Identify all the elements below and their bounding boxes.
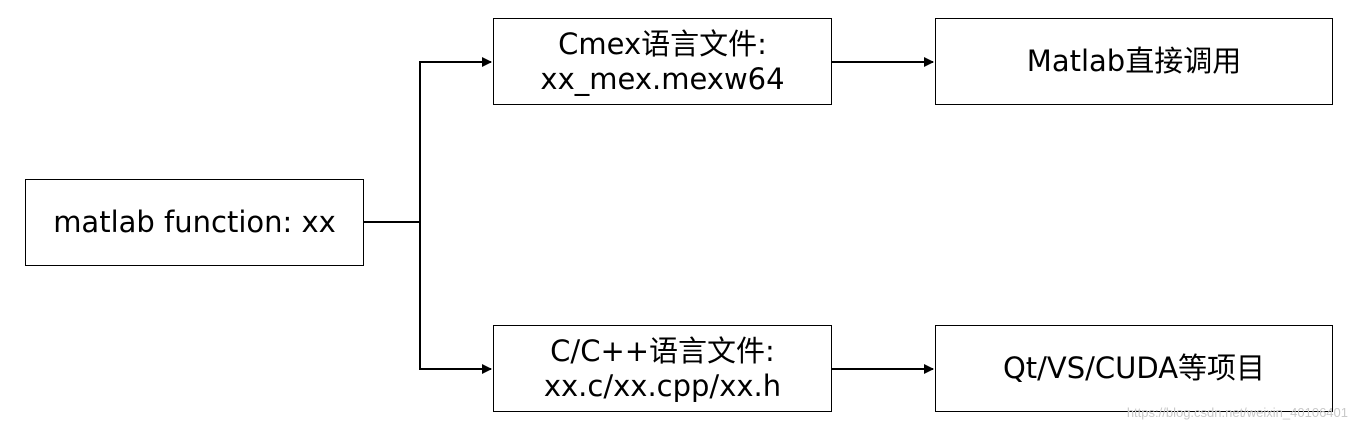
node-matlab-direct-call-label: Matlab直接调用 (1026, 44, 1242, 79)
node-matlab-function-label: matlab function: xx (53, 205, 336, 240)
node-cmex-file-title: Cmex语言文件: (558, 26, 767, 61)
node-cmex-file-name: xx_mex.mexw64 (540, 61, 785, 96)
node-projects: Qt/VS/CUDA等项目 (935, 325, 1333, 412)
node-matlab-direct-call: Matlab直接调用 (935, 18, 1333, 105)
node-c-cpp-file: C/C++语言文件: xx.c/xx.cpp/xx.h (493, 325, 832, 412)
connector-root-to-cmex (419, 57, 492, 222)
node-c-cpp-file-title: C/C++语言文件: (550, 333, 775, 368)
node-cmex-file: Cmex语言文件: xx_mex.mexw64 (493, 18, 832, 105)
connector-root-to-ccpp (419, 222, 492, 374)
node-c-cpp-file-names: xx.c/xx.cpp/xx.h (543, 368, 782, 403)
node-matlab-function: matlab function: xx (25, 179, 364, 266)
watermark-text: https://blog.csdn.net/weixin_40106401 (1126, 405, 1348, 420)
node-projects-label: Qt/VS/CUDA等项目 (1002, 351, 1266, 386)
